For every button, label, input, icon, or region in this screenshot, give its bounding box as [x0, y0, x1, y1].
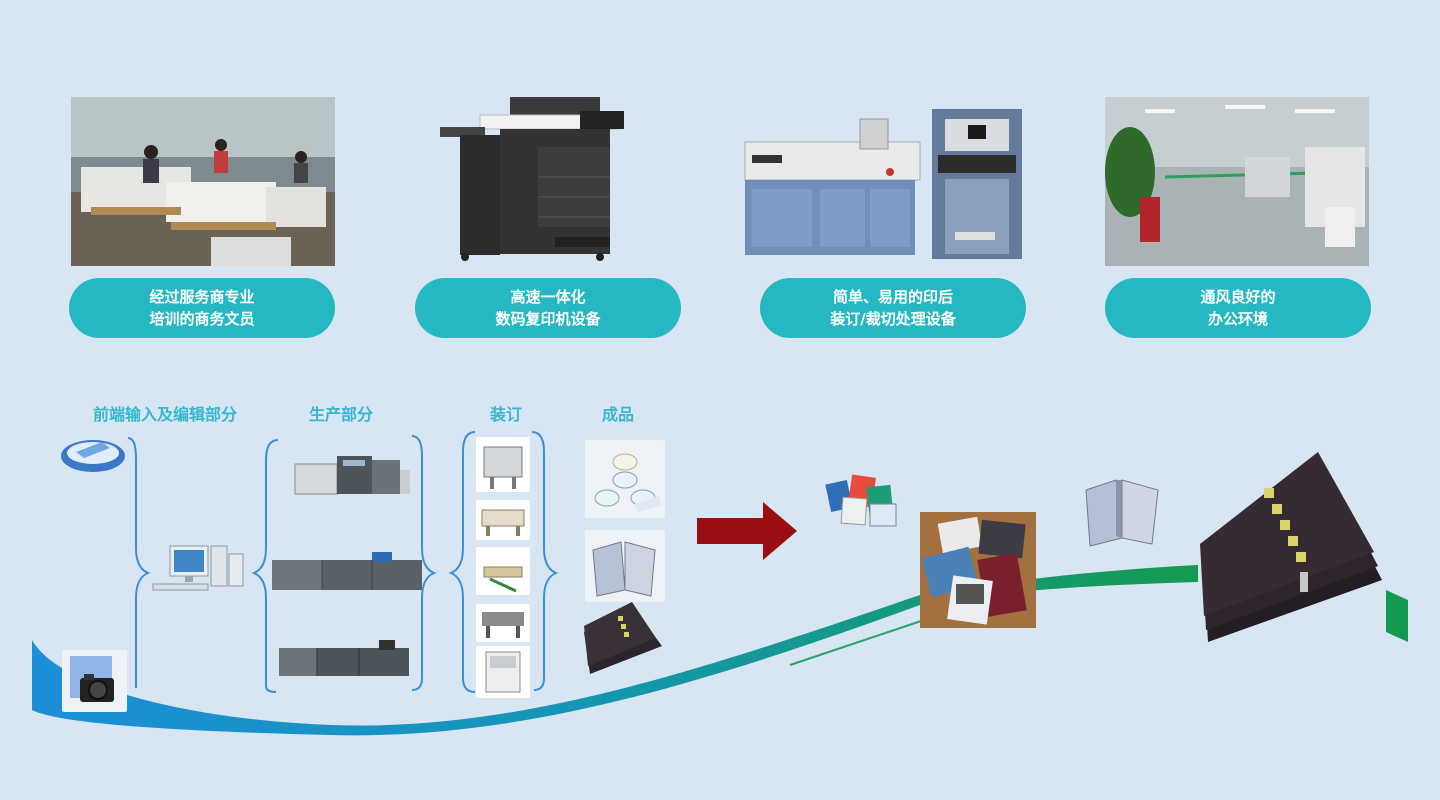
- card-caption-binding: 简单、易用的印后 装订/裁切处理设备: [760, 278, 1026, 338]
- copier-photo: [430, 97, 630, 266]
- finished-product-dark-folders: [582, 602, 664, 677]
- card-caption-line1: 简单、易用的印后: [832, 288, 953, 306]
- arrow-right-icon: [697, 502, 797, 560]
- office-staff-photo: [71, 97, 335, 266]
- finished-product-binders: [585, 530, 665, 602]
- computer-icon: [145, 540, 249, 600]
- binding-cutting-machines-photo: [740, 97, 1030, 266]
- production-printer-3: [275, 634, 415, 680]
- office-environment-photo: [1105, 97, 1369, 266]
- workflow-swoosh: [32, 565, 1408, 736]
- card-caption-line1: 通风良好的: [1200, 288, 1276, 306]
- card-caption-line2: 数码复印机设备: [495, 310, 601, 328]
- camera-icon: [62, 650, 127, 712]
- label-input-editing: 前端输入及编辑部分: [93, 405, 238, 424]
- card-caption-copier: 高速一体化 数码复印机设备: [415, 278, 681, 338]
- dark-folders-large: [1196, 452, 1386, 644]
- binding-machine-5: [476, 646, 530, 698]
- brochures-on-table-photo: [920, 512, 1036, 628]
- card-caption-line2: 培训的商务文员: [149, 310, 255, 328]
- label-binding: 装订: [490, 405, 523, 424]
- binding-machine-1: [476, 437, 530, 492]
- production-printer-2: [268, 548, 428, 594]
- binding-machine-4: [476, 604, 530, 642]
- production-printer-1: [287, 450, 417, 500]
- card-caption-staff: 经过服务商专业 培训的商务文员: [69, 278, 335, 338]
- card-caption-line1: 经过服务商专业: [149, 288, 255, 306]
- card-caption-line2: 办公环境: [1207, 310, 1268, 328]
- scanner-icon: [58, 428, 128, 476]
- card-caption-line1: 高速一体化: [510, 288, 586, 306]
- binding-machine-2: [476, 500, 530, 540]
- label-finished-product: 成品: [602, 405, 635, 424]
- finished-product-rolls: [585, 440, 665, 518]
- workflow-braces: [127, 431, 559, 693]
- card-caption-line2: 装订/裁切处理设备: [830, 310, 956, 328]
- label-production: 生产部分: [309, 405, 374, 424]
- card-caption-environment: 通风良好的 办公环境: [1105, 278, 1371, 338]
- brochures-small: [822, 472, 902, 530]
- binding-machine-3: [476, 547, 530, 595]
- booklets-product: [1078, 472, 1168, 550]
